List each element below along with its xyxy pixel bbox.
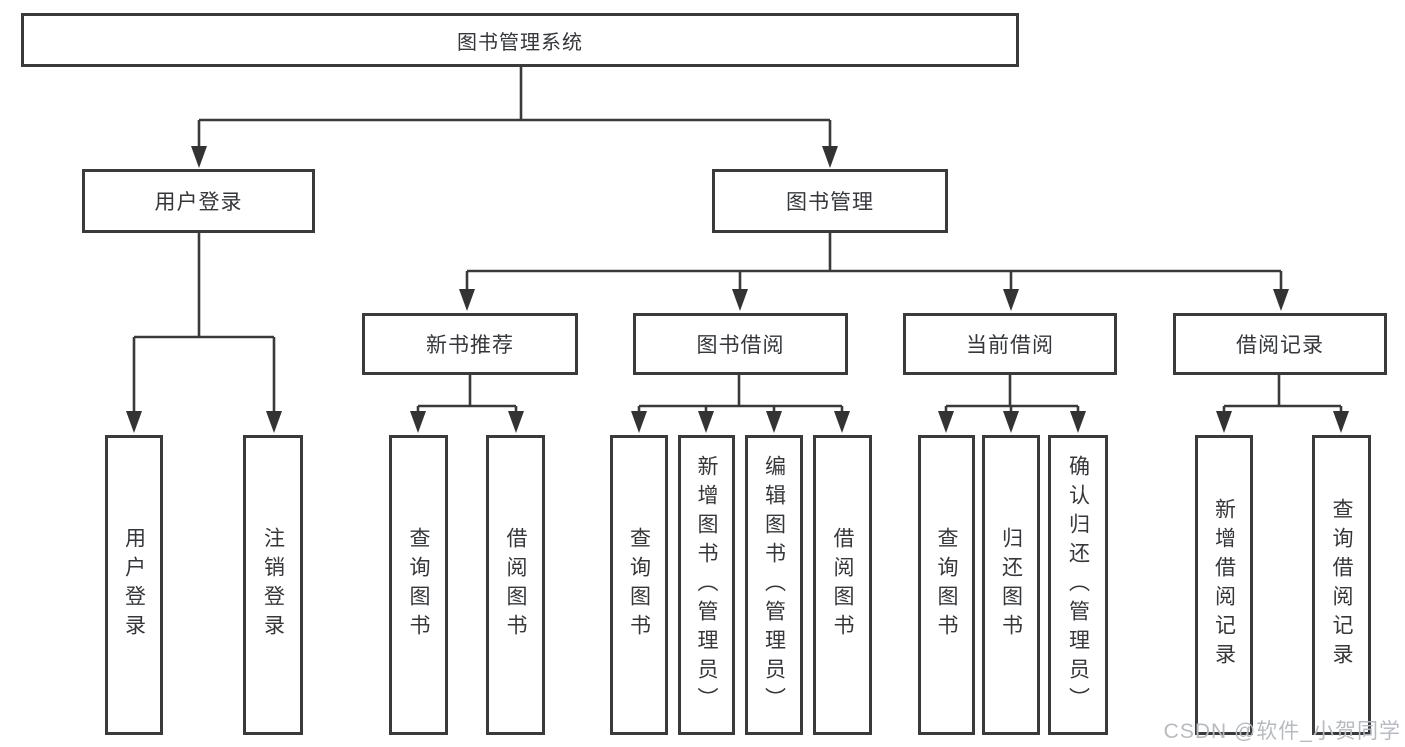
leaf-add-book-admin: 新增图书（管理员） xyxy=(678,435,735,735)
arrowhead-icon xyxy=(459,289,475,311)
arrowhead-icon xyxy=(1216,411,1232,433)
arrowhead-icon xyxy=(1273,289,1289,311)
leaf-query-books-recommend: 查询图书 xyxy=(389,435,448,735)
arrowhead-icon xyxy=(410,411,426,433)
leaf-borrow-books: 借阅图书 xyxy=(813,435,872,735)
leaf-logout: 注销登录 xyxy=(243,435,303,735)
node-book-management: 图书管理 xyxy=(712,169,948,233)
arrowhead-icon xyxy=(766,411,782,433)
arrowhead-icon xyxy=(266,411,282,433)
leaf-confirm-return-admin: 确认归还（管理员） xyxy=(1048,435,1108,735)
leaf-return-books: 归还图书 xyxy=(982,435,1040,735)
leaf-add-borrow-record: 新增借阅记录 xyxy=(1195,435,1253,735)
leaf-query-books-borrow: 查询图书 xyxy=(610,435,668,735)
arrowhead-icon xyxy=(631,411,647,433)
node-root: 图书管理系统 xyxy=(21,13,1019,67)
node-new-book-recommend: 新书推荐 xyxy=(362,313,578,375)
arrowhead-icon xyxy=(822,146,838,168)
arrowhead-icon xyxy=(732,289,748,311)
node-user-login: 用户登录 xyxy=(82,169,315,233)
leaf-borrow-books-recommend: 借阅图书 xyxy=(486,435,545,735)
arrowhead-icon xyxy=(1333,411,1349,433)
arrowhead-icon xyxy=(126,411,142,433)
leaf-query-borrow-record: 查询借阅记录 xyxy=(1312,435,1371,735)
arrowhead-icon xyxy=(191,146,207,168)
arrowhead-icon xyxy=(1070,411,1086,433)
leaf-edit-book-admin: 编辑图书（管理员） xyxy=(745,435,803,735)
arrowhead-icon xyxy=(834,411,850,433)
leaf-query-books-current: 查询图书 xyxy=(918,435,975,735)
node-current-borrow: 当前借阅 xyxy=(903,313,1117,375)
arrowhead-icon xyxy=(508,411,524,433)
arrowhead-icon xyxy=(1003,411,1019,433)
arrowhead-icon xyxy=(698,411,714,433)
arrowhead-icon xyxy=(938,411,954,433)
watermark-text: CSDN @软件_小贺同学 xyxy=(1163,720,1401,743)
leaf-user-login: 用户登录 xyxy=(105,435,163,735)
arrowhead-icon xyxy=(1003,289,1019,311)
node-book-borrow: 图书借阅 xyxy=(633,313,848,375)
node-borrow-records: 借阅记录 xyxy=(1173,313,1387,375)
